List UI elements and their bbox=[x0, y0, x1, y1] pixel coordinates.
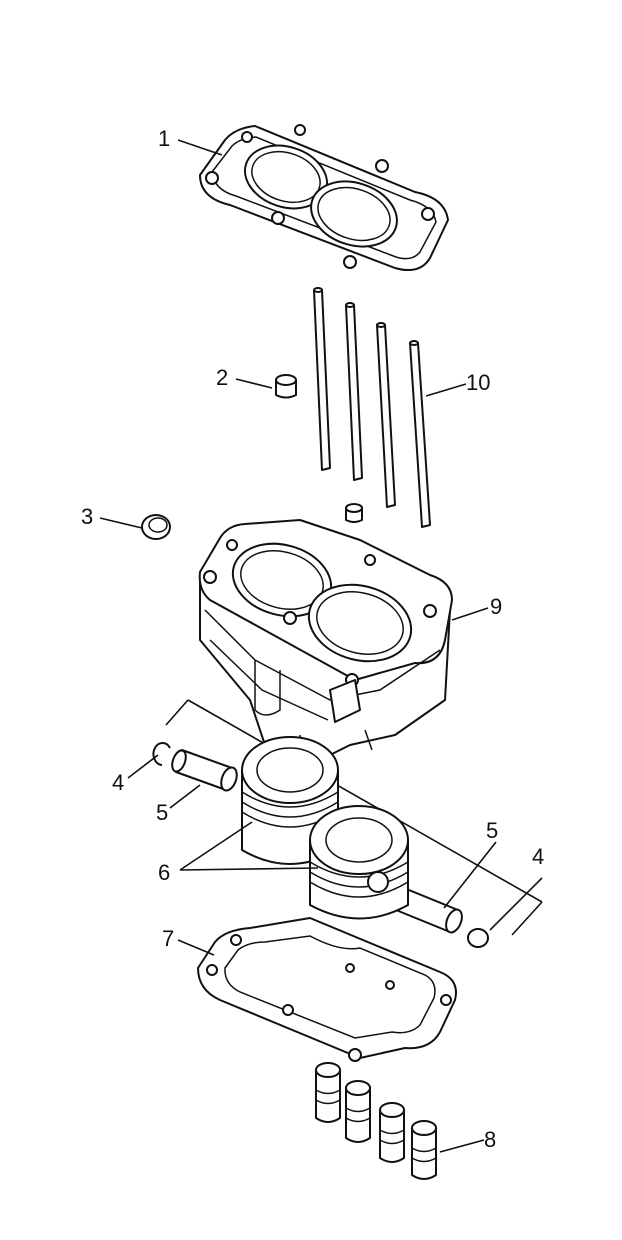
callout-labels: 1 2 3 4 5 6 7 8 9 10 5 4 bbox=[81, 126, 544, 1152]
callout-4-right: 4 bbox=[532, 844, 544, 869]
assembly-bracket bbox=[165, 699, 543, 936]
callout-9: 9 bbox=[490, 594, 502, 619]
callout-8: 8 bbox=[484, 1127, 496, 1152]
callout-10: 10 bbox=[466, 370, 490, 395]
callout-1: 1 bbox=[158, 126, 170, 151]
dowel-pin-installed bbox=[345, 503, 363, 523]
callout-7: 7 bbox=[162, 926, 174, 951]
piston-right bbox=[309, 805, 409, 920]
cylinder-block bbox=[198, 519, 453, 761]
plug bbox=[141, 514, 171, 540]
dowel-sleeves bbox=[315, 1062, 437, 1180]
circlip-right bbox=[467, 928, 489, 948]
callout-4-left: 4 bbox=[112, 770, 124, 795]
callout-6: 6 bbox=[158, 860, 170, 885]
base-gasket bbox=[197, 917, 457, 1062]
leader-lines bbox=[99, 139, 543, 1153]
wrist-pin-left bbox=[171, 749, 238, 792]
callout-5-right: 5 bbox=[486, 818, 498, 843]
callout-3: 3 bbox=[81, 504, 93, 529]
head-gasket bbox=[199, 124, 449, 271]
callout-5-left: 5 bbox=[156, 800, 168, 825]
circlip-left bbox=[152, 742, 171, 766]
dowel-pin bbox=[275, 374, 297, 399]
cylinder-studs bbox=[313, 287, 431, 528]
callout-2: 2 bbox=[216, 365, 228, 390]
